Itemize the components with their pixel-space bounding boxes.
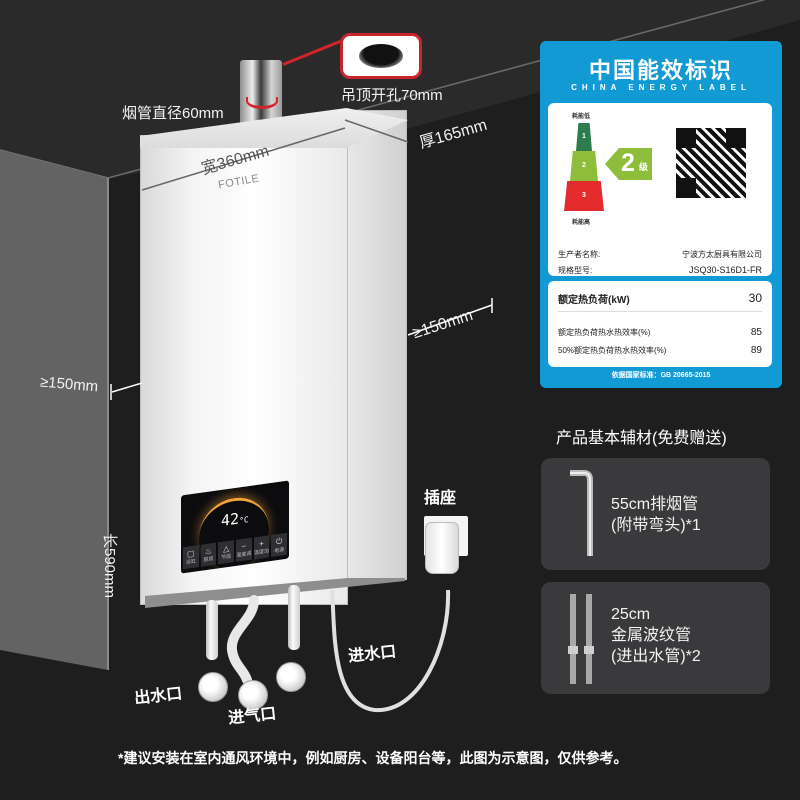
- accessories-title: 产品基本辅材(免费赠送): [556, 430, 727, 447]
- spec-row-rated-load: 额定热负荷(kW) 30: [558, 291, 762, 306]
- footer-note: *建议安装在室内通风环境中，例如厨房、设备阳台等，此图为示意图，仅供参考。: [118, 750, 628, 766]
- socket-label: 插座: [424, 490, 457, 507]
- flue-diameter-marker: [246, 97, 278, 109]
- grade-indicator: 2 级: [605, 148, 652, 180]
- water-outlet-label: 出水口: [133, 685, 184, 708]
- accessory-2-text: 25cm 金属波纹管 (进出水管)*2: [611, 606, 701, 665]
- temp-up-button[interactable]: +温度加: [253, 535, 270, 560]
- qr-code: [676, 128, 746, 198]
- bathtub-button[interactable]: ▢浴缸: [183, 545, 199, 570]
- tier-2: 2: [570, 151, 598, 181]
- accessory-card-flue-pipe: 55cm排烟管 (附带弯头)*1: [541, 458, 770, 570]
- temp-down-button[interactable]: −温度减: [236, 537, 252, 562]
- control-panel-display: 42°C ▢浴缸 ♨厨房 △节能 −温度减 +温度加 ⏻电源: [181, 480, 289, 574]
- tier-1: 1: [576, 123, 592, 151]
- kitchen-button[interactable]: ♨厨房: [200, 542, 217, 567]
- ceiling-hole-label: 吊顶开孔70mm: [341, 87, 443, 104]
- inlet-hose: [330, 589, 451, 713]
- flue-pipe-icon: [570, 470, 593, 556]
- power-plug: [425, 522, 459, 574]
- water-inlet-valve: [276, 662, 306, 692]
- water-outlet-valve: [198, 672, 228, 702]
- gas-inlet-pipe: [226, 595, 259, 685]
- water-outlet-pipe: [206, 600, 218, 660]
- ceiling-hole-callout: [340, 33, 422, 79]
- china-energy-label: 中国能效标识 CHINA ENERGY LABEL 耗能低 1 2 3 耗能高 …: [540, 41, 782, 388]
- energy-label-subtitle: CHINA ENERGY LABEL: [571, 83, 751, 92]
- gas-inlet-label: 进气口: [227, 705, 278, 728]
- divider: [558, 311, 762, 312]
- spec-row-efficiency: 额定热负荷热水热效率(%) 85: [558, 327, 762, 338]
- high-consumption-label: 耗能高: [572, 220, 591, 226]
- water-inlet-pipe: [288, 585, 300, 650]
- energy-grade-card: 耗能低 1 2 3 耗能高 2 级 生产者名称: 宁波方太厨具有限公司 规格型号…: [548, 103, 772, 276]
- spec-row-half-load-efficiency: 50%额定热负荷热水热效率(%) 89: [558, 345, 762, 356]
- eco-button[interactable]: △节能: [218, 540, 235, 565]
- ceiling-hole-icon: [359, 44, 403, 68]
- energy-standard: 依据国家标准：GB 20665-2015: [611, 372, 711, 379]
- tier-3: 3: [564, 181, 604, 211]
- water-inlet-label: 进水口: [347, 643, 398, 666]
- corrugated-pipe-icon: [568, 594, 594, 684]
- energy-spec-card: 额定热负荷(kW) 30 额定热负荷热水热效率(%) 85 50%额定热负荷热水…: [548, 281, 772, 367]
- gas-inlet-valve: [238, 680, 268, 710]
- energy-label-title: 中国能效标识: [588, 58, 733, 83]
- low-consumption-label: 耗能低: [572, 114, 591, 120]
- manufacturer-row: 生产者名称: 宁波方太厨具有限公司: [558, 250, 762, 259]
- model-row: 规格型号: JSQ30-S16D1-FR: [558, 265, 762, 275]
- length-dimension-label: 长590mm: [101, 532, 119, 599]
- accessory-card-corrugated-pipe: 25cm 金属波纹管 (进出水管)*2: [541, 582, 770, 694]
- accessory-1-text: 55cm排烟管 (附带弯头)*1: [611, 496, 701, 534]
- power-button[interactable]: ⏻电源: [271, 532, 288, 557]
- flue-diameter-label: 烟管直径60mm: [122, 105, 224, 122]
